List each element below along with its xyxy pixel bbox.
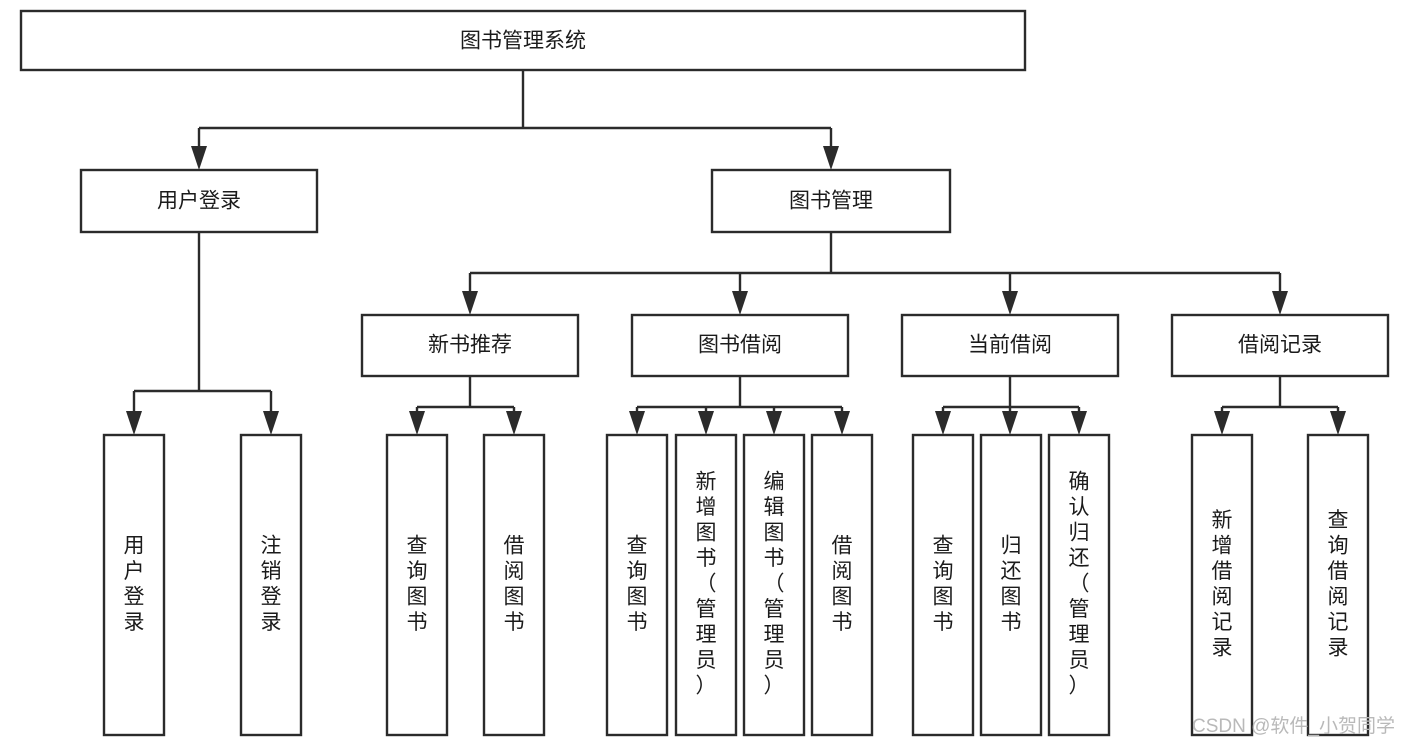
node-leaf-query-book-2-label: 查询图书 xyxy=(627,534,648,634)
node-leaf-query-book-3-label: 查询图书 xyxy=(933,534,954,634)
node-leaf-user-logout-label: 注销登录 xyxy=(261,534,282,634)
node-leaf-query-book-2[interactable]: 查询图书 xyxy=(605,433,669,737)
arrow-head-to-book-management xyxy=(823,146,839,170)
node-user-login[interactable]: 用户登录 xyxy=(79,168,319,234)
arrow-head-to-user-login xyxy=(191,146,207,170)
node-book-management[interactable]: 图书管理 xyxy=(710,168,952,234)
arrow-head-borrow-book-1 xyxy=(506,411,522,435)
node-leaf-borrow-book-2[interactable]: 借阅图书 xyxy=(810,433,874,737)
node-current-borrow[interactable]: 当前借阅 xyxy=(900,313,1120,378)
node-root[interactable]: 图书管理系统 xyxy=(19,9,1027,72)
arrow-head-add-record xyxy=(1214,411,1230,435)
node-leaf-borrow-book-2-label: 借阅图书 xyxy=(832,534,853,634)
node-leaf-query-book-1-box[interactable] xyxy=(385,433,449,737)
arrow-head-current-borrow xyxy=(1002,291,1018,315)
node-leaf-add-record-box[interactable] xyxy=(1190,433,1254,737)
node-leaf-query-record-box[interactable] xyxy=(1306,433,1370,737)
node-leaf-edit-book-box[interactable] xyxy=(742,433,806,737)
node-book-borrow-box[interactable] xyxy=(630,313,850,378)
node-leaf-query-book-3[interactable]: 查询图书 xyxy=(911,433,975,737)
arrow-head-query-book-3 xyxy=(935,411,951,435)
node-user-login-label: 用户登录 xyxy=(157,190,241,213)
arrow-head-confirm-return xyxy=(1071,411,1087,435)
node-book-management-label: 图书管理 xyxy=(789,190,873,213)
arrow-head-edit-book xyxy=(766,411,782,435)
node-leaf-add-record-label: 新增借阅记录 xyxy=(1212,509,1233,660)
node-leaf-confirm-return-label: 确认归还（管理员） xyxy=(1069,471,1090,698)
node-leaf-return-book[interactable]: 归还图书 xyxy=(979,433,1043,737)
arrow-head-add-book xyxy=(698,411,714,435)
node-leaf-borrow-book-1-label: 借阅图书 xyxy=(504,534,525,634)
node-leaf-user-login-box[interactable] xyxy=(102,433,166,737)
arrow-head-new-book-recommend xyxy=(462,291,478,315)
arrow-head-borrow-record xyxy=(1272,291,1288,315)
node-leaf-query-book-1-label: 查询图书 xyxy=(407,534,428,634)
node-leaf-borrow-book-1-box[interactable] xyxy=(482,433,546,737)
node-root-box[interactable] xyxy=(19,9,1027,72)
arrow-head-return-book xyxy=(1002,411,1018,435)
node-borrow-record-box[interactable] xyxy=(1170,313,1390,378)
watermark-label: CSDN @软件_小贺同学 xyxy=(1192,715,1395,737)
node-leaf-add-book-label: 新增图书（管理员） xyxy=(696,471,717,698)
node-leaf-query-book-3-box[interactable] xyxy=(911,433,975,737)
node-new-book-recommend-box[interactable] xyxy=(360,313,580,378)
node-book-borrow-label: 图书借阅 xyxy=(698,334,782,357)
arrow-head-leaf-user-login xyxy=(126,411,142,435)
node-user-login-box[interactable] xyxy=(79,168,319,234)
arrow-head-borrow-book-2 xyxy=(834,411,850,435)
arrow-head-leaf-user-logout xyxy=(263,411,279,435)
node-leaf-edit-book[interactable]: 编辑图书（管理员） xyxy=(742,433,806,737)
node-leaf-edit-book-label: 编辑图书（管理员） xyxy=(764,471,785,698)
arrow-head-query-book-2 xyxy=(629,411,645,435)
node-new-book-recommend[interactable]: 新书推荐 xyxy=(360,313,580,378)
node-borrow-record[interactable]: 借阅记录 xyxy=(1170,313,1390,378)
connector-layer xyxy=(126,70,1346,435)
node-leaf-user-logout[interactable]: 注销登录 xyxy=(239,433,303,737)
node-leaf-borrow-book-2-box[interactable] xyxy=(810,433,874,737)
node-leaf-confirm-return-box[interactable] xyxy=(1047,433,1111,737)
node-root-label: 图书管理系统 xyxy=(460,30,586,53)
node-leaf-query-record[interactable]: 查询借阅记录 xyxy=(1306,433,1370,737)
arrow-head-book-borrow xyxy=(732,291,748,315)
node-book-borrow[interactable]: 图书借阅 xyxy=(630,313,850,378)
node-leaf-add-book-box[interactable] xyxy=(674,433,738,737)
node-leaf-borrow-book-1[interactable]: 借阅图书 xyxy=(482,433,546,737)
node-leaf-user-login-label: 用户登录 xyxy=(124,534,145,634)
node-new-book-recommend-label: 新书推荐 xyxy=(428,334,512,357)
node-leaf-return-book-label: 归还图书 xyxy=(1001,534,1022,634)
node-current-borrow-box[interactable] xyxy=(900,313,1120,378)
node-leaf-add-record[interactable]: 新增借阅记录 xyxy=(1190,433,1254,737)
node-leaf-query-book-1[interactable]: 查询图书 xyxy=(385,433,449,737)
node-leaf-query-book-2-box[interactable] xyxy=(605,433,669,737)
node-leaf-query-record-label: 查询借阅记录 xyxy=(1328,509,1349,660)
node-leaf-user-logout-box[interactable] xyxy=(239,433,303,737)
arrow-head-query-book-1 xyxy=(409,411,425,435)
node-current-borrow-label: 当前借阅 xyxy=(968,334,1052,357)
arrow-head-query-record xyxy=(1330,411,1346,435)
node-leaf-confirm-return[interactable]: 确认归还（管理员） xyxy=(1047,433,1111,737)
node-leaf-user-login[interactable]: 用户登录 xyxy=(102,433,166,737)
node-book-management-box[interactable] xyxy=(710,168,952,234)
node-borrow-record-label: 借阅记录 xyxy=(1238,334,1322,357)
node-leaf-return-book-box[interactable] xyxy=(979,433,1043,737)
node-leaf-add-book[interactable]: 新增图书（管理员） xyxy=(674,433,738,737)
